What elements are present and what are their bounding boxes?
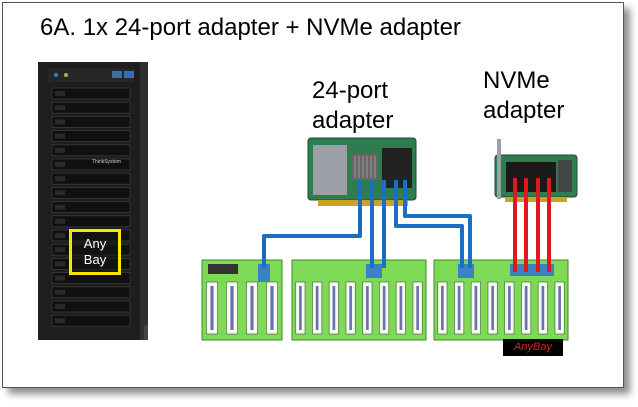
drive-connector	[524, 286, 528, 330]
drive-connector	[250, 286, 254, 330]
drive-bay	[51, 300, 131, 313]
usb-port-icon-2	[124, 71, 134, 78]
drive-bay-latch	[55, 91, 65, 96]
drive-bay-latch	[55, 190, 65, 196]
server-foot	[144, 325, 148, 340]
port24-bracket	[313, 145, 347, 195]
drive-bay	[51, 172, 131, 185]
drive-bay	[51, 215, 131, 228]
drive-bay-latch	[55, 289, 65, 295]
slide-title: 6A. 1x 24-port adapter + NVMe adapter	[40, 14, 461, 41]
drive-bay-latch	[55, 105, 65, 111]
drive-connector	[270, 286, 274, 330]
drive-connector	[558, 286, 561, 330]
drive-connector	[299, 286, 302, 330]
backplane	[291, 259, 427, 341]
backplane-connector	[510, 264, 554, 276]
port24-pcie-edge	[318, 200, 408, 206]
drive-connector	[491, 286, 494, 330]
port24-label-line2: adapter	[312, 107, 394, 134]
backplane-connector	[208, 264, 238, 274]
drive-bay-latch	[55, 318, 65, 324]
server-side	[140, 62, 148, 340]
drive-connector	[474, 286, 478, 330]
drive-connector	[441, 286, 444, 330]
drive-bay-latch	[55, 119, 65, 125]
drive-connector	[508, 286, 511, 330]
drive-bay-latch	[55, 275, 65, 281]
drive-bay-latch	[55, 204, 65, 210]
drive-bay-latch	[55, 233, 65, 238]
nvme-bracket	[497, 139, 501, 199]
nvme-chip	[558, 160, 572, 192]
sas-cable-4	[394, 180, 464, 268]
drive-bay	[51, 101, 131, 114]
drive-connector	[399, 286, 403, 330]
drive-connector	[349, 286, 352, 330]
drive-bay-latch	[55, 162, 65, 167]
port24-adapter-card	[307, 137, 417, 206]
nvme-label-line2: adapter	[483, 97, 565, 124]
anybay-line2: Bay	[83, 252, 107, 267]
drive-bay-latch	[55, 261, 65, 267]
nvme-cables	[513, 178, 551, 272]
power-led-icon	[54, 73, 58, 77]
drive-connector	[210, 286, 214, 330]
nvme-label-line1: NVMe	[483, 67, 550, 94]
port24-adapter-label: 24-port adapter	[312, 76, 393, 136]
drive-bay-latch	[55, 247, 65, 253]
drive-connector	[457, 286, 461, 330]
drive-bay	[51, 87, 131, 100]
port24-heatsink	[352, 154, 378, 180]
drive-bay	[51, 116, 131, 128]
drive-connector	[366, 286, 369, 330]
drive-connector	[332, 286, 336, 330]
sas-cable-1	[262, 180, 362, 268]
server-brand-text: ThinkSystem	[92, 159, 121, 165]
anybay-highlight: Any Bay	[69, 229, 121, 275]
backplanes	[201, 259, 569, 341]
drive-bay	[51, 158, 131, 171]
sas-cables	[262, 180, 472, 268]
nvme-adapter-label: NVMe adapter	[483, 66, 564, 126]
anybay-line1: Any	[83, 236, 107, 251]
heatsink-fins	[354, 156, 376, 178]
status-led-icon	[64, 73, 68, 77]
drive-bay	[51, 201, 131, 214]
drive-bay	[51, 144, 131, 157]
drive-bay-latch	[55, 147, 65, 153]
drive-connector	[315, 286, 319, 330]
drive-bay	[51, 314, 131, 327]
sas-cable-5	[403, 180, 472, 268]
drive-connector	[230, 286, 234, 330]
drive-bay-latch	[55, 133, 65, 139]
port24-label-line1: 24-port	[312, 77, 389, 104]
usb-port-icon	[112, 71, 122, 78]
drive-connector	[541, 286, 545, 330]
drive-bay	[51, 286, 131, 299]
drive-bay-latch	[55, 218, 65, 224]
server-tower: ThinkSystem	[38, 62, 148, 340]
drive-bays	[51, 87, 131, 327]
drive-bay	[51, 186, 131, 199]
drive-connector	[416, 286, 419, 330]
drive-bay-latch	[55, 176, 65, 182]
drive-bay	[51, 130, 131, 143]
drive-bay-latch	[55, 304, 65, 309]
backplane-connector	[258, 264, 270, 282]
drive-connector	[382, 286, 386, 330]
backplane	[433, 259, 569, 341]
anybay-logo: AnyBay	[503, 339, 563, 356]
